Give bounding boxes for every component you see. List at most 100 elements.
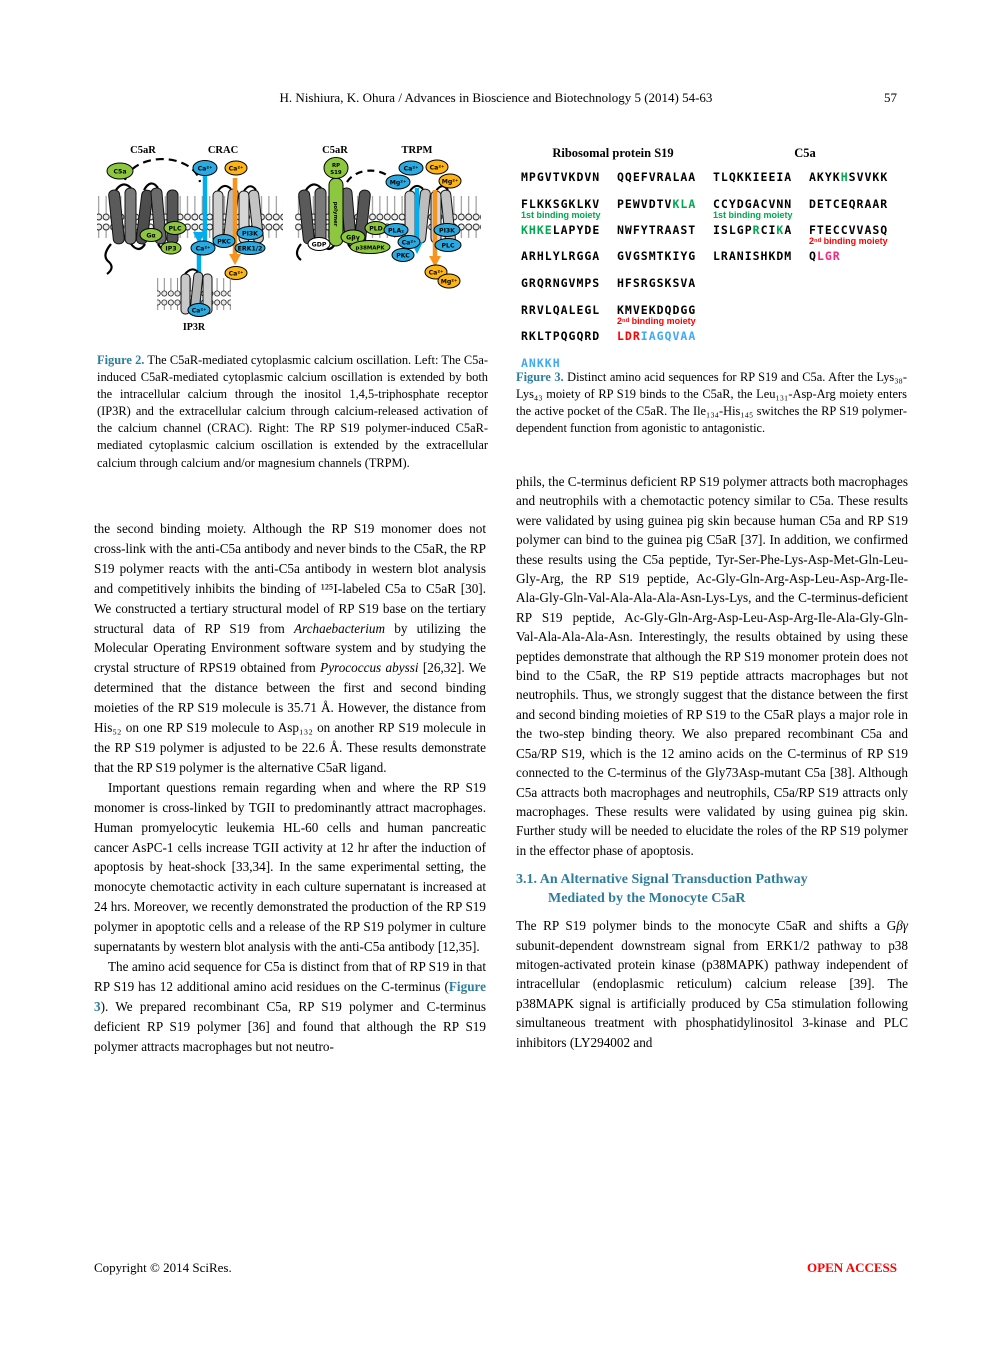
figure3-caption-label: Figure 3. (516, 370, 564, 384)
g-alpha-text: Gα (146, 233, 155, 240)
pi3k-oval (236, 226, 264, 240)
calcium-ion-text: Ca²⁺ (192, 308, 207, 315)
binding-moiety-label: 2ⁿᵈ binding moiety (617, 316, 696, 326)
figure2-caption: Figure 2. The C5aR-mediated cytoplasmic … (97, 352, 488, 472)
calcium-ion-text: Ca²⁺ (404, 166, 419, 173)
calcium-ion-text: Ca²⁺ (429, 270, 444, 277)
sequence-cell: NWFYTRAAST (617, 223, 697, 237)
sequence-row: KHKELAPYDE NWFYTRAAST ISLGPRCIKA FTECCVVASQ (521, 223, 903, 238)
sequence-cell: DETCEQRAAR (809, 197, 889, 211)
p38mapk-text: p38MAPK (355, 246, 385, 252)
left-receptor-label: C5aR (130, 145, 156, 156)
plc-oval (163, 221, 187, 235)
pkc-text: PKC (217, 239, 231, 246)
ip3-text: IP3 (165, 246, 176, 253)
rps19-head-oval (323, 157, 349, 179)
right-receptor-label: C5aR (322, 145, 348, 156)
sequence-cell: QQEFVRALAA (617, 170, 697, 184)
calcium-ion-text: Ca²⁺ (198, 166, 213, 173)
right-channel-label: TRPM (402, 145, 433, 156)
pkc-text: PKC (396, 253, 410, 260)
binding-moiety-label: 2ⁿᵈ binding moiety (809, 236, 888, 246)
binding-moiety-label: 1st binding moiety (713, 210, 793, 220)
body-paragraph: Important questions remain regarding whe… (94, 779, 486, 955)
calcium-ion-oval (190, 240, 216, 256)
plc-oval (434, 238, 462, 252)
calcium-ion-text: Ca²⁺ (196, 246, 211, 253)
section-heading: 3.1. An Alternative Signal Transduction … (516, 870, 908, 908)
sequence-cell: KMVEKDQDGG (617, 303, 697, 317)
calcium-ion-oval (398, 160, 424, 176)
binding-moiety-label-row: 1st binding moiety 1st binding moiety (521, 210, 903, 221)
pkc-oval (391, 248, 415, 262)
rps19-head-text2: S19 (330, 170, 342, 176)
ip3r-channel-helices (180, 271, 213, 315)
sequence-cell: FTECCVVASQ (809, 223, 889, 237)
sequence-cell: ARHLYLRGGA (521, 249, 601, 263)
gdp-oval (307, 237, 331, 251)
sequence-cell: ANKKH (521, 356, 561, 370)
sequence-cell: LRANISHKDM (713, 249, 793, 263)
pi3k-text: PI3K (439, 228, 455, 235)
c5a-ligand-text: C5a (113, 169, 126, 176)
g-beta-gamma-text: Gβγ (346, 235, 361, 242)
calcium-ion-text: Ca²⁺ (402, 240, 417, 247)
ip3-oval (160, 241, 182, 255)
cation-entry-arrowhead-orange (429, 256, 441, 267)
calcium-ion-text: Ca²⁺ (229, 271, 244, 278)
sequence-cell: RKLTPQGQRD (521, 329, 601, 343)
open-access-badge: OPEN ACCESS (807, 1260, 897, 1275)
magnesium-ion-oval (385, 174, 411, 190)
figure2-caption-label: Figure 2. (97, 353, 145, 367)
body-paragraph: phils, the C-terminus deficient RP S19 p… (516, 474, 908, 858)
channel-loops-left (217, 185, 257, 192)
plc-text: PLC (168, 226, 181, 233)
body-paragraph: The amino acid sequence for C5a is disti… (94, 958, 486, 1054)
page-number: 57 (884, 90, 897, 105)
rps19-header: Ribosomal protein S19 (552, 146, 674, 160)
sequence-cell: ISLGPRCIKA (713, 223, 793, 237)
pkc-oval (212, 234, 236, 248)
sequence-cell: KHKELAPYDE (521, 223, 601, 237)
calcium-ion-oval (425, 159, 449, 175)
rps19-head-text1: RP (332, 163, 340, 169)
calcium-ion-oval (224, 266, 248, 280)
sequence-cell: TLQKKIEEIA (713, 170, 793, 184)
binding-moiety-label-row: 2ⁿᵈ binding moiety (521, 236, 903, 247)
pla2-text: PLA₂ (388, 228, 404, 235)
figure-reference[interactable]: Figure 3 (94, 978, 486, 1014)
calcium-ion-text: Ca²⁺ (229, 166, 244, 173)
figure2-diagram: C5aR CRAC C5a Ca²⁺ Ca²⁺ Gα PLC (95, 138, 485, 350)
sequence-cell (809, 329, 897, 344)
sequence-cell: GVGSMTKIYG (617, 249, 697, 263)
membrane-signaling-diagram: C5aR CRAC C5a Ca²⁺ Ca²⁺ Gα PLC (97, 145, 481, 333)
p38mapk-oval (349, 240, 391, 254)
sequence-cell: GRQRNGVMPS (521, 276, 601, 290)
binding-moiety-label: 1st binding moiety (521, 210, 601, 220)
left-channel-label: CRAC (208, 145, 238, 156)
calcium-entry-arrowhead-orange (229, 254, 241, 265)
sequence-headers: Ribosomal protein S19 C5a (521, 146, 903, 161)
left-column: the second binding moiety. Although the … (94, 519, 486, 1056)
plc-text: PLC (441, 243, 454, 250)
magnesium-ion-text: Mg²⁺ (442, 179, 459, 186)
sequence-row: GRQRNGVMPS HFSRGSKSVA (521, 276, 903, 291)
section-heading-line2: Mediated by the Monocyte C5aR (548, 891, 746, 907)
calcium-ion-text: Ca²⁺ (430, 165, 445, 172)
magnesium-ion-oval (437, 273, 461, 289)
sequence-cell (809, 276, 897, 291)
sequence-cell: AKYKHSVVKK (809, 170, 889, 184)
c5a-ligand-oval (106, 162, 134, 180)
c5a-header: C5a (794, 146, 816, 160)
ip3r-loop (184, 268, 199, 275)
sequence-cell: FLKKSGKLKV (521, 197, 601, 211)
sequence-cell: HFSRGSKSVA (617, 276, 697, 290)
pld-text: PLD (369, 226, 383, 233)
pi3k-oval (433, 223, 461, 237)
calcium-ion-oval (192, 160, 218, 176)
